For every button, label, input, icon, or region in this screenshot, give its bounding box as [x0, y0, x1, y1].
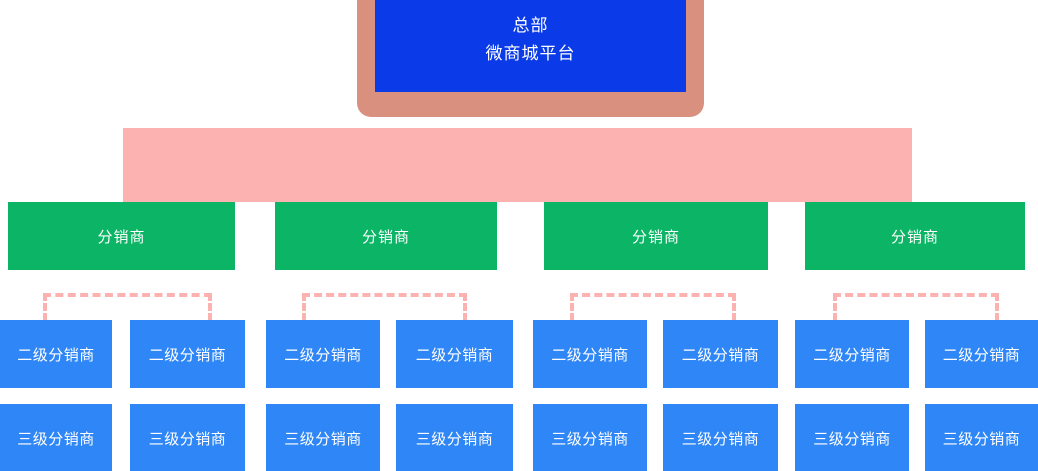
third-level-distributor-node-3[interactable]: 三级分销商 — [266, 404, 380, 471]
second-level-distributor-node-3[interactable]: 二级分销商 — [266, 320, 380, 388]
distributor-node-4[interactable]: 分销商 — [805, 202, 1025, 270]
distributor-node-label: 分销商 — [361, 227, 410, 246]
dashed-bracket-connector-2 — [302, 293, 467, 321]
distributor-node-2[interactable]: 分销商 — [275, 202, 497, 270]
second-level-distributor-node-4[interactable]: 二级分销商 — [396, 320, 513, 388]
second-level-distributor-node-label: 二级分销商 — [284, 345, 362, 364]
third-level-distributor-node-label: 三级分销商 — [415, 429, 494, 448]
third-level-distributor-node-1[interactable]: 三级分销商 — [0, 404, 112, 471]
second-level-distributor-node-label: 二级分销商 — [681, 345, 760, 364]
second-level-distributor-node-2[interactable]: 二级分销商 — [130, 320, 245, 388]
distributor-node-label: 分销商 — [890, 227, 939, 246]
third-level-distributor-node-2[interactable]: 三级分销商 — [130, 404, 245, 471]
third-level-distributor-node-label: 三级分销商 — [148, 429, 227, 448]
second-level-distributor-node-label: 二级分销商 — [813, 345, 891, 364]
third-level-distributor-node-6[interactable]: 三级分销商 — [663, 404, 778, 471]
second-level-distributor-node-label: 二级分销商 — [148, 345, 227, 364]
second-level-distributor-node-5[interactable]: 二级分销商 — [533, 320, 647, 388]
second-level-distributor-node-label: 二级分销商 — [551, 345, 629, 364]
second-level-distributor-node-6[interactable]: 二级分销商 — [663, 320, 778, 388]
headquarters-title-line2: 微商城平台 — [485, 44, 576, 64]
third-level-distributor-node-5[interactable]: 三级分销商 — [533, 404, 647, 471]
dashed-bracket-connector-4 — [833, 293, 999, 321]
third-level-distributor-node-4[interactable]: 三级分销商 — [396, 404, 513, 471]
second-level-distributor-node-1[interactable]: 二级分销商 — [0, 320, 112, 388]
trunk-connector-bar — [123, 128, 912, 202]
third-level-distributor-node-8[interactable]: 三级分销商 — [925, 404, 1038, 471]
second-level-distributor-node-label: 二级分销商 — [17, 345, 95, 364]
second-level-distributor-node-8[interactable]: 二级分销商 — [925, 320, 1038, 388]
distributor-node-label: 分销商 — [97, 227, 146, 246]
distributor-node-label: 分销商 — [631, 227, 680, 246]
second-level-distributor-node-label: 二级分销商 — [942, 345, 1021, 364]
headquarters-title-line1: 总部 — [512, 16, 549, 37]
third-level-distributor-node-label: 三级分销商 — [813, 429, 891, 448]
third-level-distributor-node-label: 三级分销商 — [284, 429, 362, 448]
second-level-distributor-node-7[interactable]: 二级分销商 — [795, 320, 909, 388]
third-level-distributor-node-label: 三级分销商 — [681, 429, 760, 448]
dashed-bracket-connector-3 — [570, 293, 736, 321]
second-level-distributor-node-label: 二级分销商 — [415, 345, 494, 364]
headquarters-node[interactable]: 总部 微商城平台 — [375, 0, 686, 92]
third-level-distributor-node-7[interactable]: 三级分销商 — [795, 404, 909, 471]
third-level-distributor-node-label: 三级分销商 — [942, 429, 1021, 448]
third-level-distributor-node-label: 三级分销商 — [551, 429, 629, 448]
third-level-distributor-node-label: 三级分销商 — [17, 429, 95, 448]
dashed-bracket-connector-1 — [43, 293, 212, 321]
distributor-node-1[interactable]: 分销商 — [8, 202, 235, 270]
distributor-node-3[interactable]: 分销商 — [544, 202, 768, 270]
